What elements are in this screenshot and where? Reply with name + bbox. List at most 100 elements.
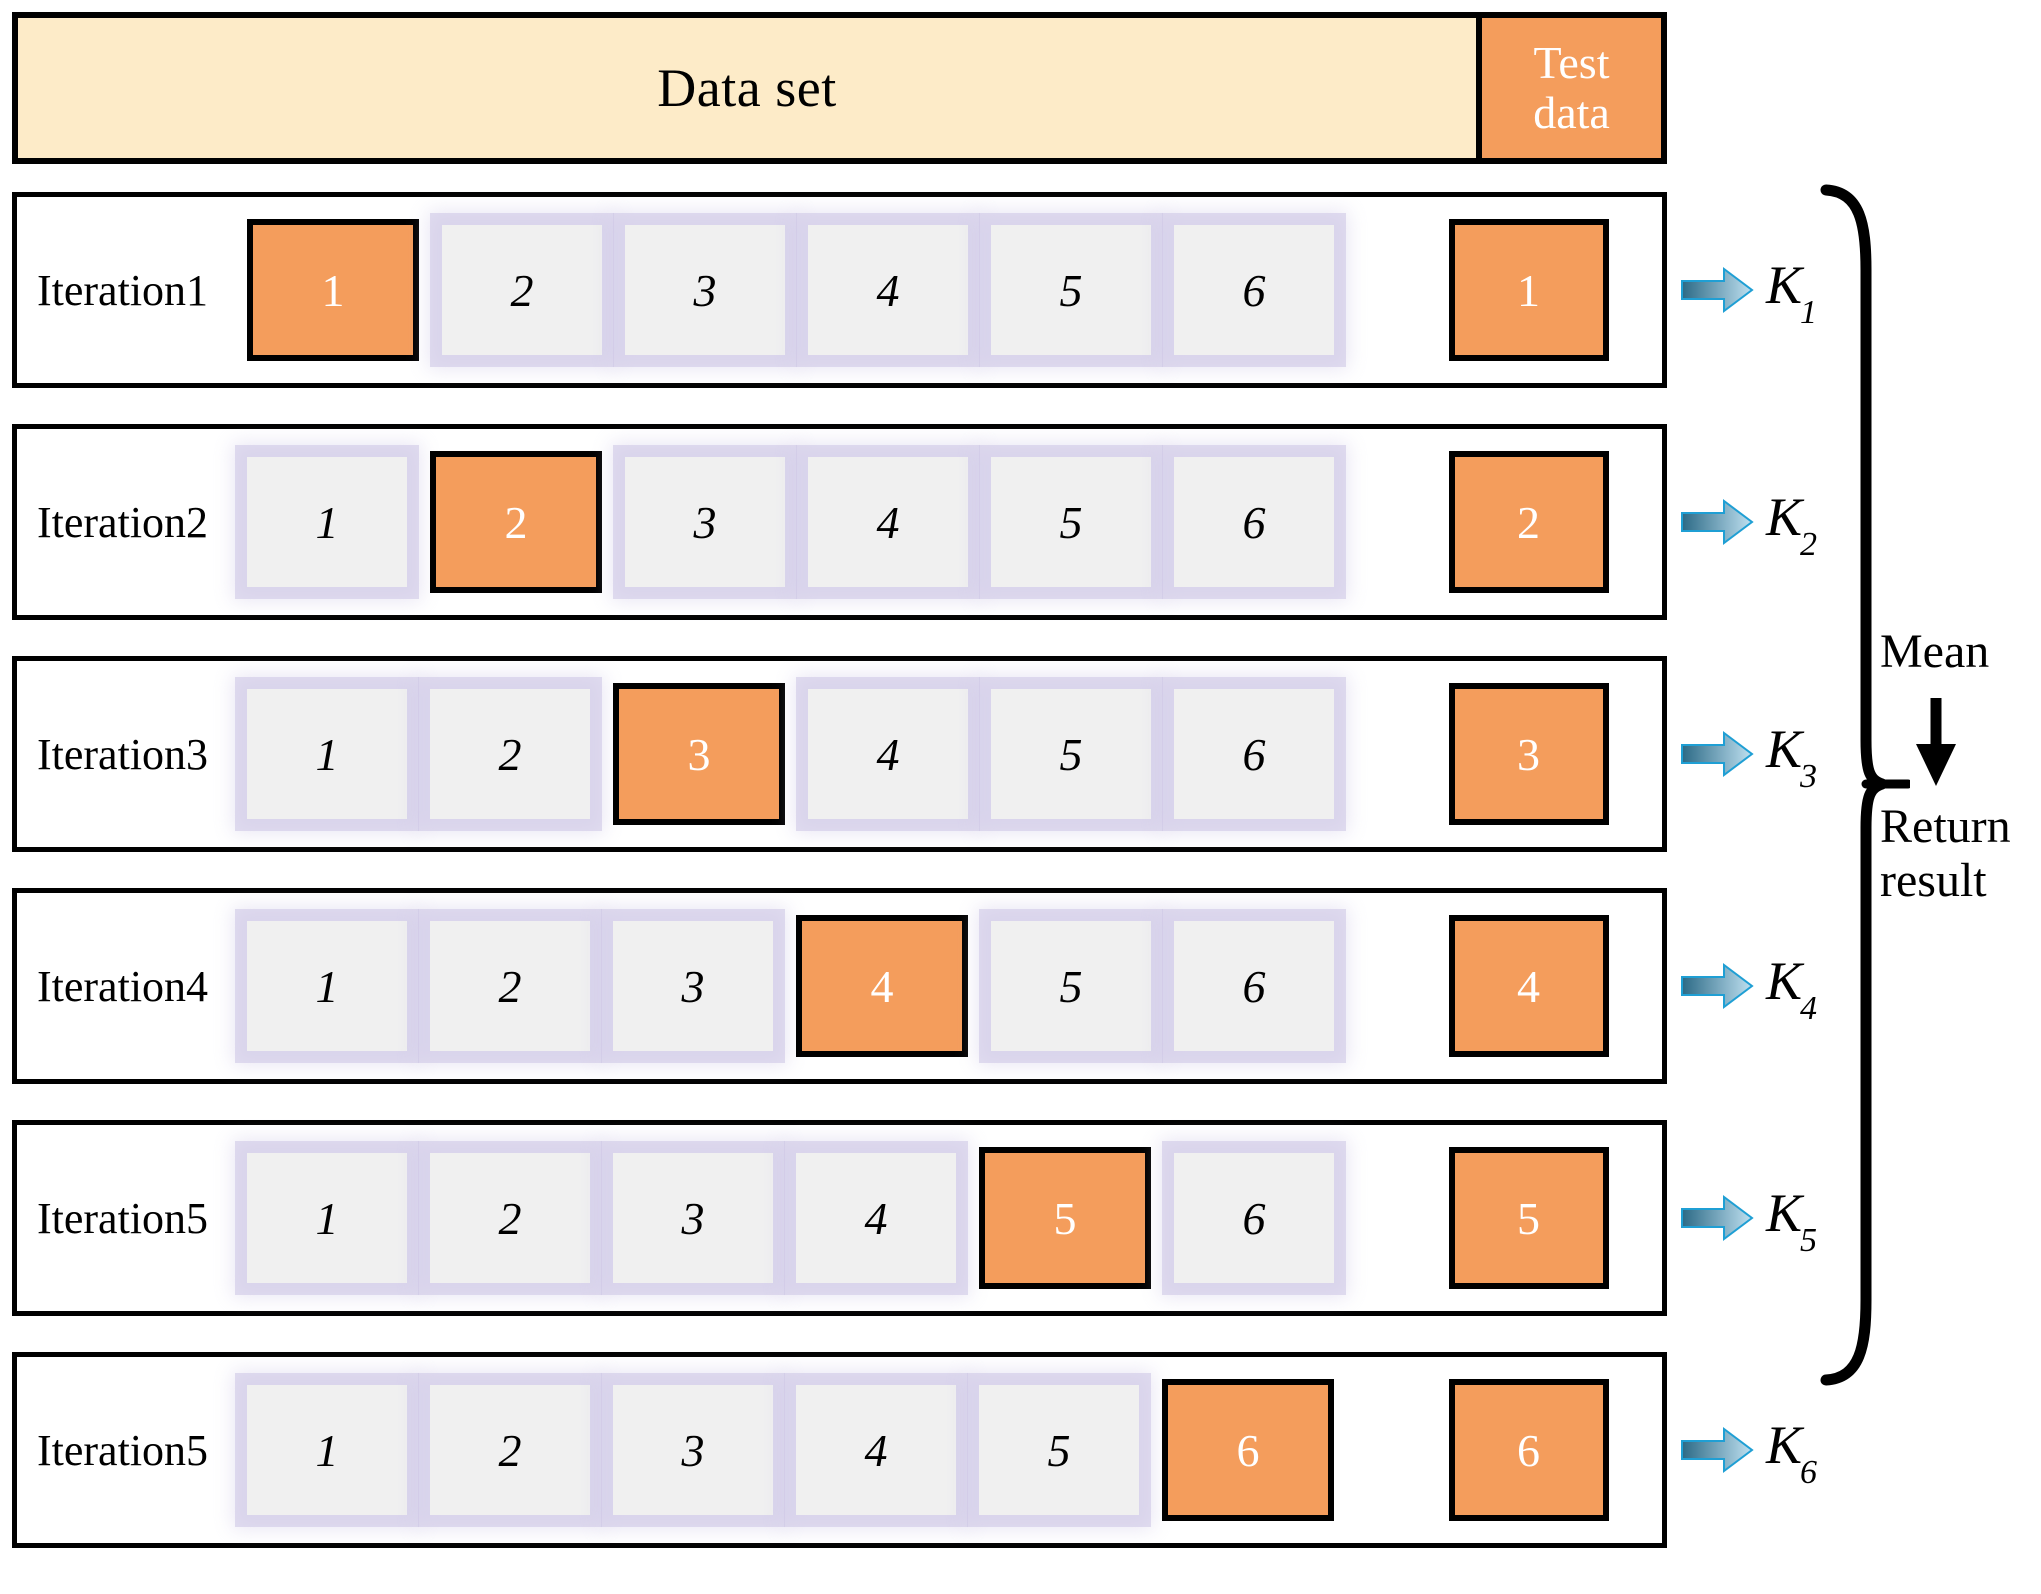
- fold-cell-validation[interactable]: 2: [430, 451, 602, 593]
- fold-cell-training[interactable]: 4: [796, 1153, 956, 1283]
- k-score-index: 5: [1800, 1221, 1818, 1259]
- test-data-label-line2: data: [1533, 87, 1610, 138]
- fold-cell-training[interactable]: 6: [1174, 689, 1334, 819]
- fold-cell-training[interactable]: 5: [991, 921, 1151, 1051]
- k-result-entry: K5: [1680, 1120, 1860, 1316]
- test-fold-wrapper: 6: [1395, 1357, 1662, 1543]
- fold-cell-training[interactable]: 2: [430, 1385, 590, 1515]
- return-result-label: Return result: [1880, 800, 2040, 908]
- fold-cell-training[interactable]: 4: [808, 689, 968, 819]
- fold-cell-training[interactable]: 6: [1174, 921, 1334, 1051]
- data-set-box: Data set: [12, 12, 1479, 164]
- fold-cell-training[interactable]: 1: [247, 689, 407, 819]
- right-arrow-icon: [1681, 1427, 1754, 1473]
- k-score-label: K4: [1766, 954, 1819, 1025]
- mean-label: Mean: [1880, 625, 1990, 678]
- right-arrow-icon: [1681, 963, 1754, 1009]
- right-arrow-icon: [1681, 1195, 1754, 1241]
- fold-cell-training[interactable]: 3: [625, 225, 785, 355]
- test-fold-cell[interactable]: 2: [1448, 451, 1609, 593]
- k-score-letter: K: [1766, 1183, 1803, 1244]
- k-score-letter: K: [1766, 719, 1803, 780]
- fold-cell-validation[interactable]: 3: [613, 683, 785, 825]
- aggregation-brace: [1820, 180, 1910, 1390]
- fold-cell-training[interactable]: 3: [613, 1385, 773, 1515]
- fold-cell-training[interactable]: 5: [991, 457, 1151, 587]
- fold-cell-training[interactable]: 3: [613, 921, 773, 1051]
- test-fold-wrapper: 5: [1395, 1125, 1662, 1311]
- fold-cell-training[interactable]: 2: [430, 921, 590, 1051]
- fold-cell-training[interactable]: 2: [430, 1153, 590, 1283]
- fold-cell-validation[interactable]: 1: [247, 219, 419, 361]
- iteration-label: Iteration3: [37, 729, 209, 779]
- iteration-label: Iteration2: [37, 497, 209, 547]
- fold-cell-training[interactable]: 6: [1174, 225, 1334, 355]
- k-result-entry: K2: [1680, 424, 1860, 620]
- k-score-label: K3: [1766, 719, 1819, 793]
- k-score-label: K1: [1766, 255, 1819, 329]
- k-score-letter: K: [1766, 255, 1803, 316]
- right-arrow-icon: [1681, 731, 1754, 777]
- k-score-label: K2: [1766, 487, 1819, 561]
- fold-cell-training[interactable]: 1: [247, 1385, 407, 1515]
- iteration-label: Iteration4: [37, 961, 209, 1011]
- k-result-entry: K3: [1680, 656, 1860, 852]
- fold-cell-training[interactable]: 6: [1174, 457, 1334, 587]
- fold-cell-training[interactable]: 1: [247, 921, 407, 1051]
- test-fold-cell[interactable]: 6: [1448, 1379, 1609, 1521]
- k-score-index: 6: [1800, 1453, 1818, 1491]
- test-fold-wrapper: 2: [1395, 429, 1662, 615]
- iteration-label: Iteration5: [37, 1425, 209, 1475]
- fold-cell-training[interactable]: 5: [979, 1385, 1139, 1515]
- test-data-label-line1: Test: [1533, 37, 1610, 89]
- fold-cell-training[interactable]: 1: [247, 457, 407, 587]
- fold-cell-training[interactable]: 1: [247, 1153, 407, 1283]
- header-band: Data set Test data: [12, 12, 1667, 164]
- fold-cell-validation[interactable]: 5: [979, 1147, 1151, 1289]
- fold-cell-training[interactable]: 5: [991, 225, 1151, 355]
- right-arrow-icon: [1681, 499, 1754, 545]
- fold-cell-training[interactable]: 5: [991, 689, 1151, 819]
- fold-cell-training[interactable]: 4: [796, 1385, 956, 1515]
- k-score-letter: K: [1766, 1415, 1803, 1476]
- test-fold-wrapper: 4: [1395, 893, 1662, 1079]
- test-fold-wrapper: 3: [1395, 661, 1662, 847]
- down-arrow-icon: [1916, 698, 1956, 786]
- test-fold-cell[interactable]: 3: [1448, 683, 1609, 825]
- return-result-line1: Return: [1880, 800, 2011, 853]
- return-result-line2: result: [1880, 853, 1987, 907]
- k-score-index: 4: [1800, 989, 1818, 1027]
- k-score-label: K5: [1766, 1183, 1819, 1257]
- fold-cell-training[interactable]: 4: [808, 225, 968, 355]
- aggregation-result-block: Mean Return result: [1880, 628, 2040, 908]
- fold-cell-training[interactable]: 2: [442, 225, 602, 355]
- fold-cell-training[interactable]: 4: [808, 457, 968, 587]
- data-set-label: Data set: [657, 58, 837, 118]
- fold-cell-validation[interactable]: 4: [796, 915, 968, 1057]
- iteration-label: Iteration5: [37, 1193, 209, 1243]
- test-fold-cell[interactable]: 4: [1448, 915, 1609, 1057]
- fold-cell-validation[interactable]: 6: [1162, 1379, 1334, 1521]
- k-result-entry: K6: [1680, 1352, 1860, 1548]
- test-fold-cell[interactable]: 5: [1448, 1147, 1609, 1289]
- k-score-label: K6: [1766, 1415, 1819, 1489]
- fold-cell-training[interactable]: 2: [430, 689, 590, 819]
- fold-cell-training[interactable]: 3: [613, 1153, 773, 1283]
- test-fold-cell[interactable]: 1: [1448, 219, 1609, 361]
- k-score-letter: K: [1766, 487, 1803, 548]
- fold-cell-training[interactable]: 3: [625, 457, 785, 587]
- fold-cell-training[interactable]: 6: [1174, 1153, 1334, 1283]
- iteration-label: Iteration1: [37, 265, 209, 315]
- k-score-index: 3: [1800, 757, 1818, 795]
